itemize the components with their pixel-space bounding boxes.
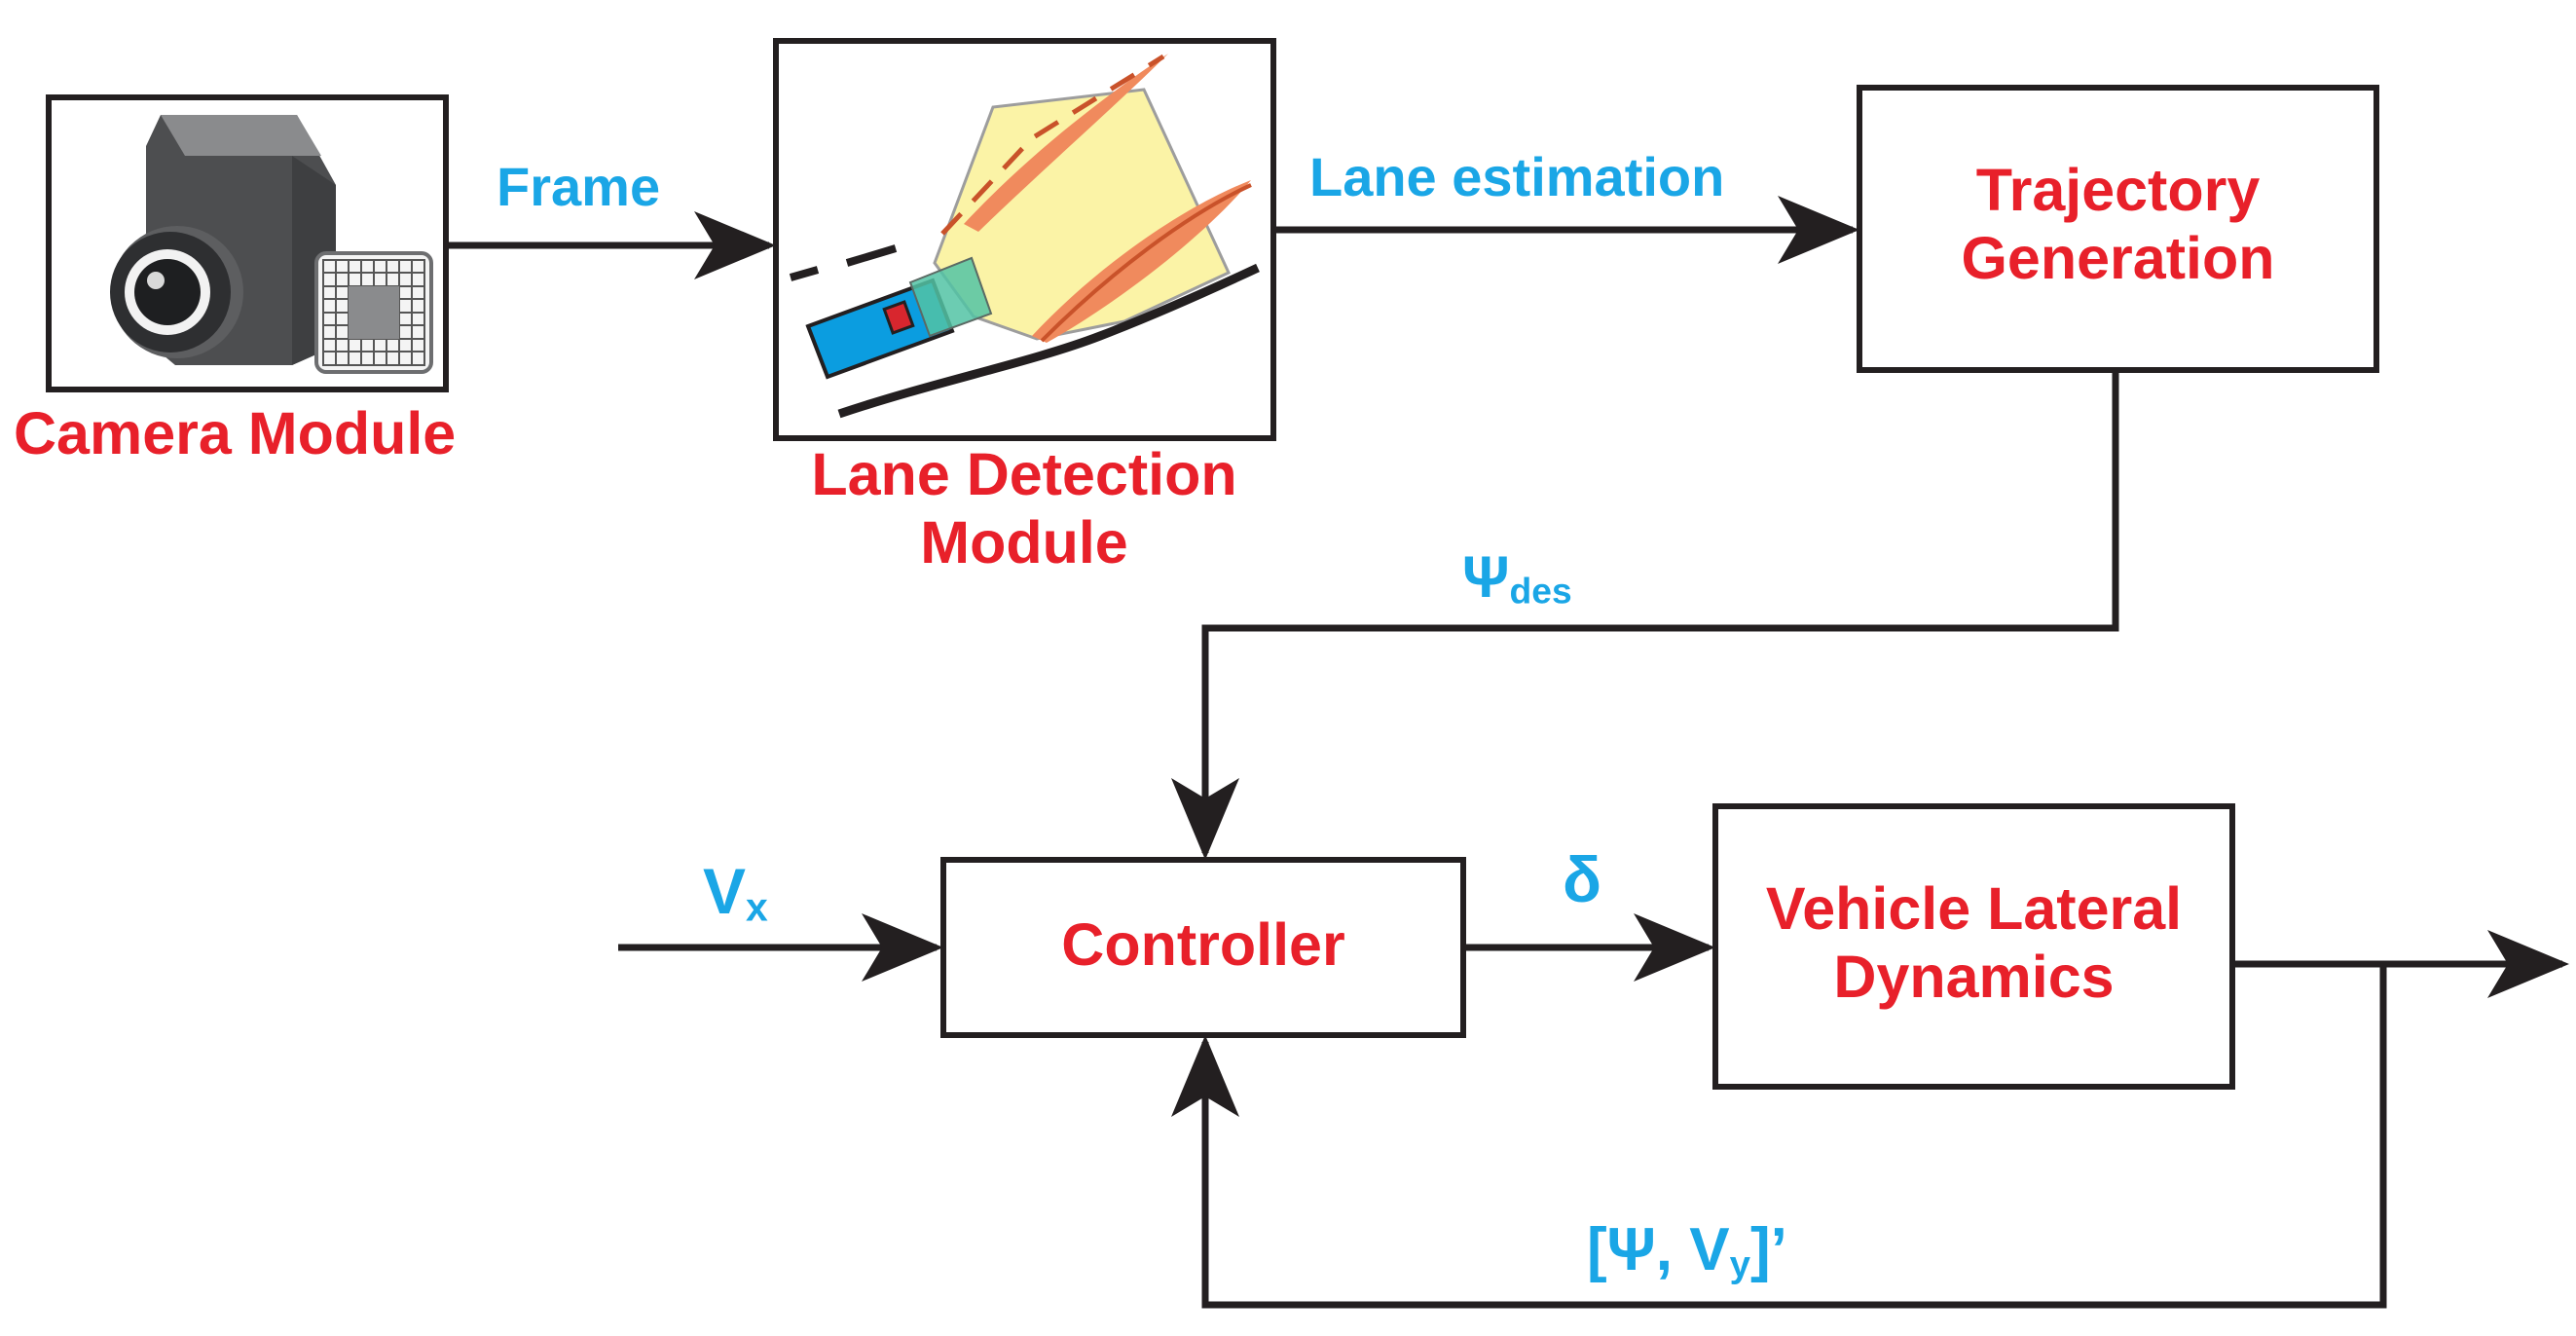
lane-detection-label-line1: Lane Detection: [811, 441, 1237, 507]
psi-subscript: des: [1509, 570, 1572, 612]
lane-detection-icon: [789, 54, 1260, 419]
vehicle-lateral-dynamics-label: Vehicle Lateral Dynamics: [1715, 874, 2232, 1011]
psi-des-signal-label: Ψdes: [1462, 543, 1572, 612]
trajectory-generation-label-line2: Generation: [1961, 225, 2275, 292]
feedback-subscript: y: [1729, 1243, 1750, 1285]
feedback-arrow: [1171, 964, 2387, 1309]
trajectory-generation-label-line1: Trajectory: [1975, 157, 2261, 223]
vehicle-lateral-dynamics-label-line1: Vehicle Lateral: [1765, 875, 2183, 942]
controller-box: [940, 857, 1466, 1038]
psi-des-arrow: [1171, 370, 2119, 860]
feedback-open: [Ψ, V: [1587, 1216, 1730, 1283]
vx-subscript: x: [746, 884, 768, 930]
trajectory-generation-label: Trajectory Generation: [1859, 156, 2376, 292]
feedback-close: ]’: [1750, 1216, 1787, 1283]
vx-signal-label: Vx: [703, 855, 768, 930]
frame-signal-label: Frame: [497, 156, 661, 217]
controller-label: Controller: [1061, 911, 1345, 978]
vx-symbol: V: [703, 855, 747, 927]
vehicle-lateral-dynamics-box: [1712, 803, 2235, 1090]
camera-icon: [110, 115, 433, 374]
lane-detection-label-line2: Module: [920, 509, 1128, 576]
lane-estimation-signal-label: Lane estimation: [1309, 146, 1725, 207]
lane-detection-label: Lane Detection Module: [732, 440, 1316, 576]
camera-module-label: Camera Module: [14, 400, 457, 466]
delta-signal-label: δ: [1563, 843, 1602, 915]
vehicle-lateral-dynamics-label-line2: Dynamics: [1833, 944, 2115, 1011]
feedback-signal-label: [Ψ, Vy]’: [1587, 1215, 1787, 1286]
psi-symbol: Ψ: [1462, 544, 1510, 610]
